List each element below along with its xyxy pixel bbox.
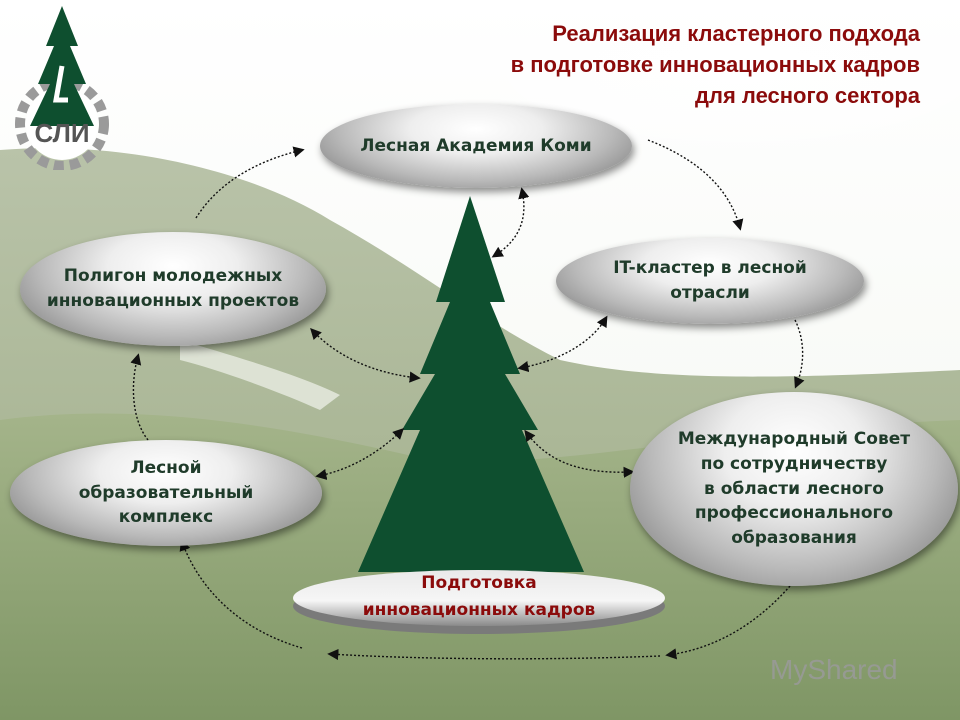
- node-label: Международный Совет по сотрудничеству в …: [677, 429, 911, 548]
- logo-emblem: СЛИ: [15, 6, 109, 170]
- node-international-council: Международный Совет по сотрудничеству в …: [630, 392, 958, 586]
- watermark: MyShared: [770, 654, 898, 685]
- arrow-polygon-to-academy: [195, 146, 305, 219]
- logo-text: СЛИ: [34, 118, 89, 148]
- arrow-tree-it: [517, 315, 608, 373]
- arrow-tree-academy: [491, 187, 530, 258]
- node-label: Лесной образовательный комплекс: [78, 458, 254, 528]
- arrow-tree-council: [524, 429, 635, 478]
- node-youth-innovation-polygon: Полигон молодежных инновационных проекто…: [20, 232, 326, 346]
- arrow-academy-to-it: [647, 139, 744, 231]
- node-forest-education-complex: Лесной образовательный комплекс: [10, 440, 322, 546]
- page-title: Реализация кластерного подхода в подгото…: [510, 21, 920, 108]
- base-label: Подготовка инновационных кадров: [362, 573, 596, 620]
- central-tree: [358, 196, 584, 572]
- arrow-base-bottom: [327, 648, 661, 661]
- node-forest-academy-komi: Лесная Академия Коми: [320, 104, 632, 188]
- arrow-base-to-complex: [179, 539, 303, 649]
- arrow-council-to-base: [665, 585, 791, 660]
- node-label: IT-кластер в лесной отрасли: [613, 258, 807, 303]
- arrow-tree-polygon: [310, 327, 421, 383]
- arrow-complex-to-polygon: [130, 353, 149, 441]
- base-disk: [293, 570, 665, 634]
- node-it-cluster: IT-кластер в лесной отрасли: [556, 238, 864, 324]
- arrow-tree-complex: [315, 428, 404, 480]
- node-label: Лесная Академия Коми: [360, 135, 592, 156]
- arrow-it-to-council: [794, 319, 805, 389]
- node-label: Полигон молодежных инновационных проекто…: [46, 266, 300, 311]
